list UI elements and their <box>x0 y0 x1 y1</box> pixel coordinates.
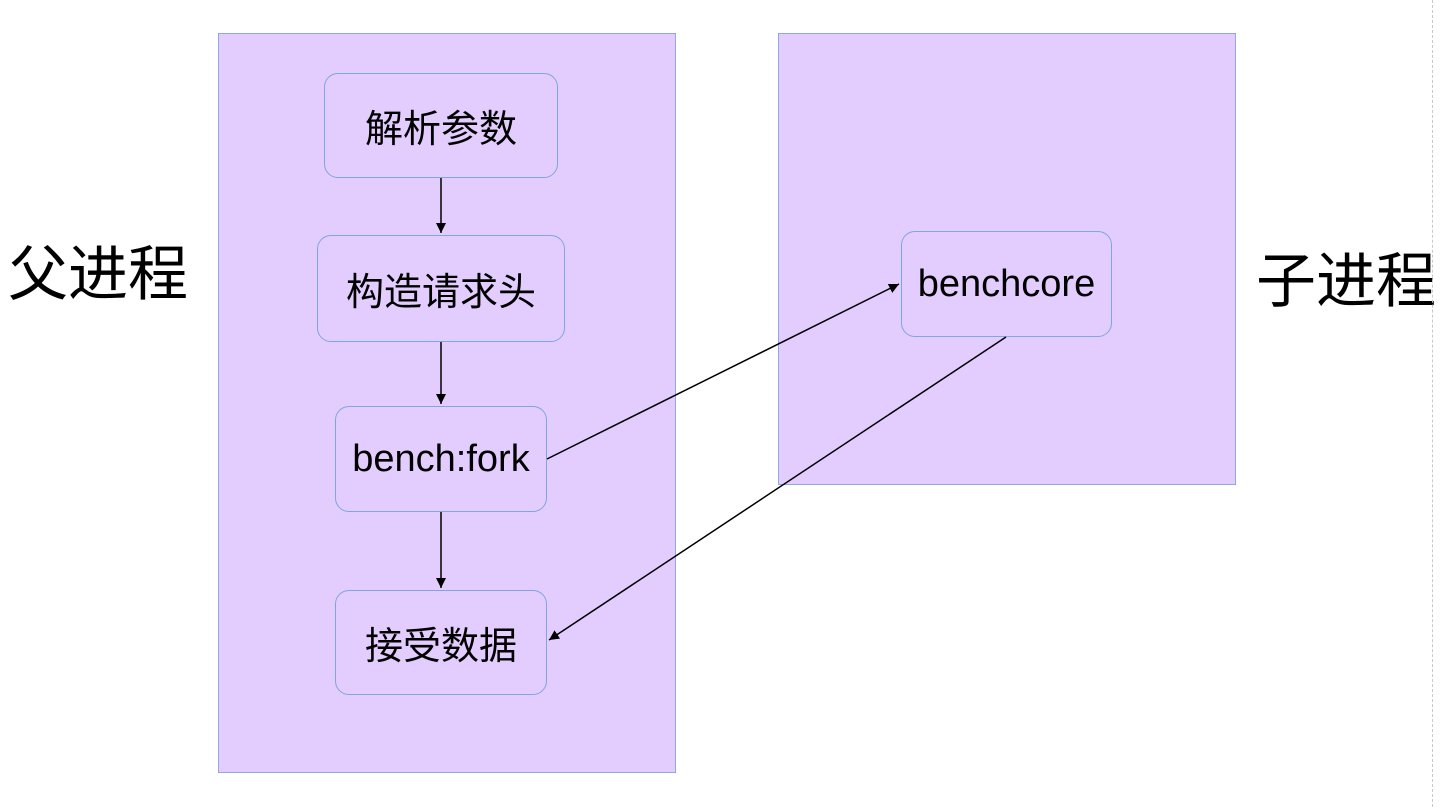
bench-fork-node: bench:fork <box>335 406 547 512</box>
benchcore-node: benchcore <box>901 231 1112 337</box>
edge-fork-to-benchcore <box>546 283 900 460</box>
child-process-label: 子进程 <box>1256 247 1436 317</box>
edge-benchcore-to-receive <box>548 336 1007 641</box>
build-request-header-node: 构造请求头 <box>317 235 565 342</box>
receive-data-node: 接受数据 <box>335 590 547 695</box>
parse-args-node: 解析参数 <box>324 73 558 178</box>
parent-process-label: 父进程 <box>8 240 188 310</box>
page-boundary-divider <box>1432 0 1433 807</box>
